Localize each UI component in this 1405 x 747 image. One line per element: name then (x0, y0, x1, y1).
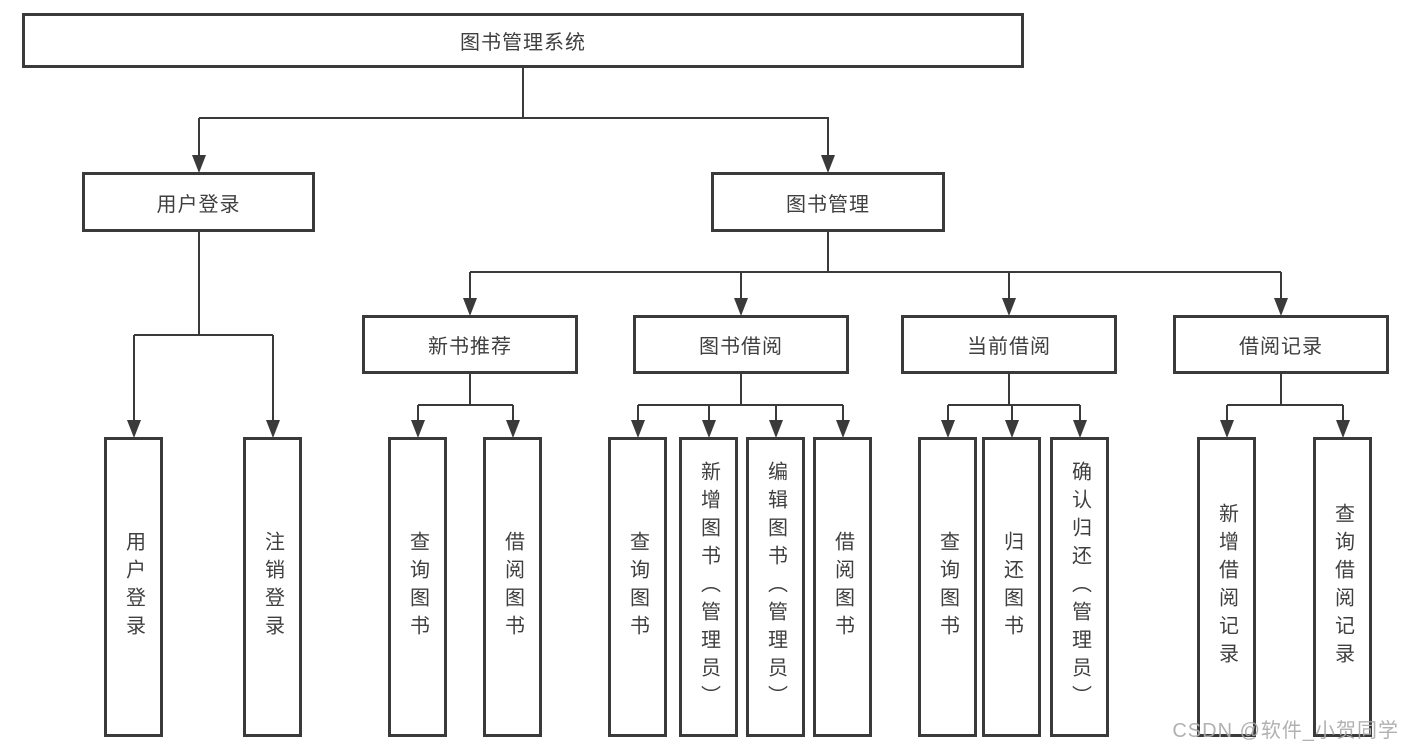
arrow-down-icon (631, 420, 645, 438)
arrow-down-icon (821, 155, 835, 173)
connector-line (1079, 405, 1081, 423)
connector-line (512, 405, 514, 423)
connector-line (522, 68, 524, 118)
node-leaf-br-add: 新增借阅记录 (1197, 437, 1256, 737)
connector-line (133, 335, 135, 423)
connector-line (1011, 405, 1013, 423)
node-book-borrow: 图书借阅 (633, 315, 849, 374)
connector-line (708, 405, 710, 423)
connector-line (469, 374, 471, 405)
node-current-borrow: 当前借阅 (901, 315, 1117, 374)
connector-line (1227, 404, 1343, 406)
connector-line (1280, 272, 1282, 301)
connector-line (637, 405, 639, 423)
arrow-down-icon (1002, 298, 1016, 316)
arrow-down-icon (1274, 298, 1288, 316)
node-root: 图书管理系统 (22, 13, 1024, 68)
arrow-down-icon (266, 420, 280, 438)
node-borrow-records: 借阅记录 (1173, 315, 1389, 374)
node-new-book-rec: 新书推荐 (362, 315, 578, 374)
connector-line (470, 271, 1281, 273)
node-leaf-cb-query: 查询图书 (918, 437, 977, 737)
node-leaf-bb-query: 查询图书 (608, 437, 667, 737)
connector-line (198, 232, 200, 335)
connector-line (1226, 405, 1228, 423)
node-leaf-cb-return: 归还图书 (982, 437, 1041, 737)
arrow-down-icon (734, 298, 748, 316)
connector-line (842, 405, 844, 423)
node-leaf-cb-confirm: 确认归还（管理员） (1050, 437, 1109, 737)
arrow-down-icon (463, 298, 477, 316)
connector-line (740, 272, 742, 301)
arrow-down-icon (1336, 420, 1350, 438)
node-leaf-rec-query: 查询图书 (388, 437, 447, 737)
arrow-down-icon (702, 420, 716, 438)
node-leaf-user-login: 用户登录 (104, 437, 163, 737)
arrow-down-icon (192, 155, 206, 173)
arrow-down-icon (836, 420, 850, 438)
connector-line (198, 118, 200, 158)
connector-line (827, 118, 829, 158)
node-leaf-rec-borrow: 借阅图书 (483, 437, 542, 737)
connector-line (134, 334, 273, 336)
connector-line (272, 335, 274, 423)
node-leaf-bb-edit: 编辑图书（管理员） (746, 437, 805, 737)
connector-line (827, 232, 829, 272)
connector-line (1008, 374, 1010, 405)
connector-line (199, 117, 829, 119)
connector-line (1342, 405, 1344, 423)
node-book-mgmt: 图书管理 (711, 172, 945, 232)
connector-line (948, 404, 1080, 406)
arrow-down-icon (769, 420, 783, 438)
connector-line (947, 405, 949, 423)
arrow-down-icon (1220, 420, 1234, 438)
arrow-down-icon (411, 420, 425, 438)
arrow-down-icon (1005, 420, 1019, 438)
watermark: CSDN @软件_小贺同学 (1172, 720, 1399, 742)
node-leaf-bb-borrow: 借阅图书 (813, 437, 872, 737)
connector-line (469, 272, 471, 301)
node-leaf-br-query: 查询借阅记录 (1313, 437, 1372, 737)
arrow-down-icon (506, 420, 520, 438)
connector-line (775, 405, 777, 423)
connector-line (1280, 374, 1282, 405)
node-leaf-bb-add: 新增图书（管理员） (679, 437, 738, 737)
connector-line (417, 405, 419, 423)
node-user-login: 用户登录 (82, 172, 315, 232)
connector-line (1008, 272, 1010, 301)
connector-line (638, 404, 843, 406)
arrow-down-icon (941, 420, 955, 438)
arrow-down-icon (127, 420, 141, 438)
connector-line (740, 374, 742, 405)
connector-line (418, 404, 513, 406)
node-leaf-logout: 注销登录 (243, 437, 302, 737)
arrow-down-icon (1073, 420, 1087, 438)
